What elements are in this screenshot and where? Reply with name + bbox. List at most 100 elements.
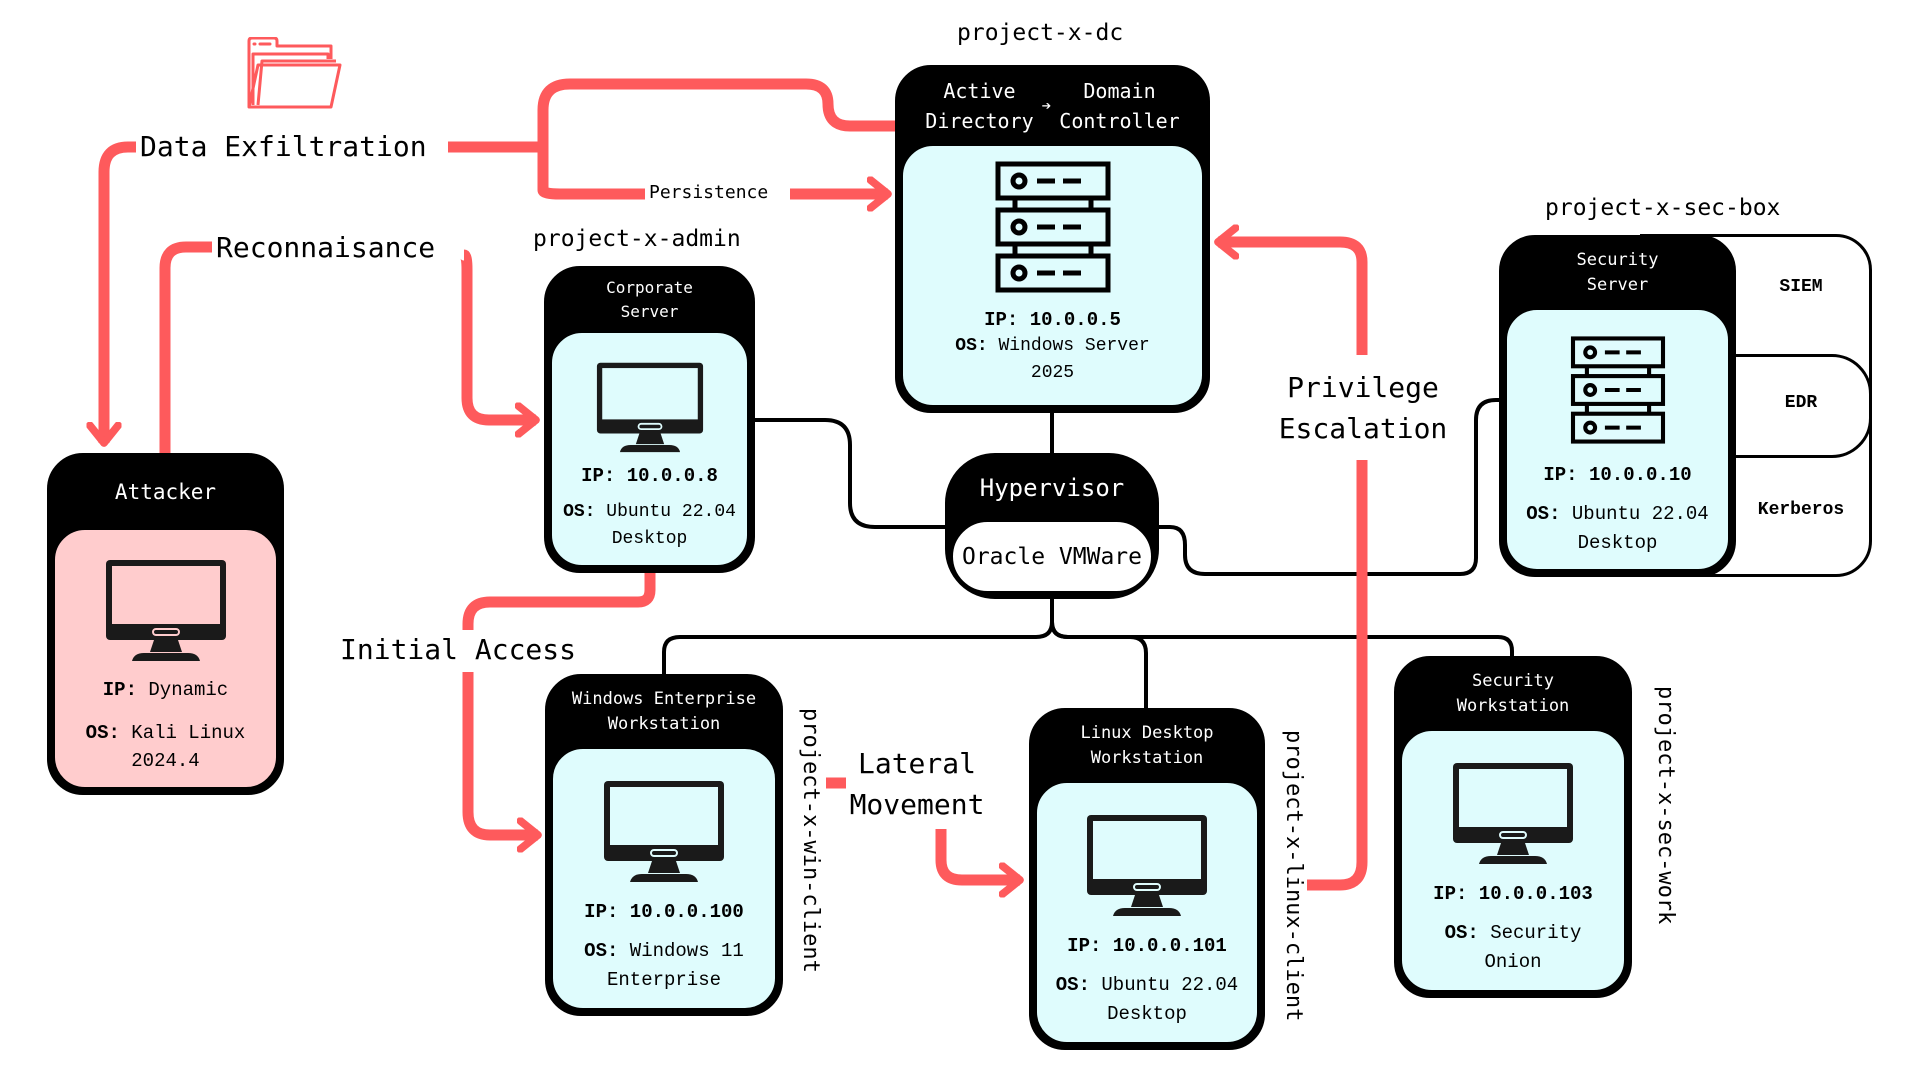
node-title-line1: Windows Enterprise [571,688,757,709]
folder-icon [246,36,342,113]
node-header: Attacker [50,456,281,528]
monitor-icon [1453,763,1573,864]
node-title-line2: Workstation [1090,748,1204,768]
os-value-line2: Desktop [1577,531,1658,554]
os-line: OS: Ubuntu 22.04 Desktop [1507,500,1728,557]
arrow-right-icon: ➔ [1041,96,1052,115]
os-value-line1: Security [1490,922,1582,944]
os-value-line2: Desktop [1107,1002,1187,1025]
ip-line: IP: 10.0.0.8 [581,465,718,487]
label-persistence: Persistence [645,182,773,203]
node-security-workstation[interactable]: Security Workstation IP: 10.0.0.103 OS: … [1394,656,1632,998]
node-title-left-line1: Active [943,79,1016,103]
path-initial-access-from-admin [462,572,656,632]
ip-line: IP: 10.0.0.103 [1433,883,1593,905]
monitor-icon [604,781,724,882]
node-title-right-line1: Domain [1083,79,1156,103]
label-reconnaissance: Reconnaisance [212,228,440,269]
node-header: Linux Desktop Workstation [1032,711,1262,781]
node-body: Oracle VMWare [951,520,1153,593]
node-body: IP: Dynamic OS: Kali Linux 2024.4 [53,528,278,789]
monitor-icon [1087,815,1207,916]
os-line: OS: Ubuntu 22.04 Desktop [1037,971,1257,1028]
service-kerberos: Kerberos [1757,500,1845,520]
path-data-exfiltration [537,78,895,200]
node-header: Hypervisor [948,456,1156,520]
ip-value: 10.0.0.5 [1029,309,1121,331]
node-title-left-line2: Directory [925,109,1034,133]
monitor-icon [596,362,703,453]
ip-line: IP: 10.0.0.100 [584,901,744,923]
node-title-line2: Workstation [1456,696,1570,716]
os-value-line1: Ubuntu 22.04 [1571,503,1709,525]
label-privilege-escalation: Privilege Escalation [1266,368,1460,450]
path-recon-to-admin [460,249,536,420]
node-header: Windows Enterprise Workstation [548,677,780,747]
node-title-line2: Server [1586,275,1649,295]
node-title-line1: Linux Desktop [1080,722,1214,743]
hostname-linux-client: project-x-linux-client [1281,730,1306,1022]
node-attacker[interactable]: Attacker IP: Dynamic OS: Kali Linux 2024… [47,453,284,795]
os-value-line1: Ubuntu 22.04 [1101,974,1239,996]
ip-value: 10.0.0.103 [1478,883,1593,905]
node-title-line1: Corporate [606,278,693,297]
server-rack-icon [995,161,1110,293]
node-corporate-server[interactable]: Corporate Server IP: 10.0.0.8 OS: Ubuntu… [544,266,755,573]
node-header: Active Directory ➔ Domain Controller [898,68,1207,144]
os-line: OS: Windows Server 2025 [903,333,1202,387]
os-line: OS: Security Onion [1402,919,1624,976]
node-body: IP: 10.0.0.5 OS: Windows Server 2025 [901,144,1204,407]
hostname-sec-box: project-x-sec-box [1545,195,1781,221]
os-value-line2: Enterprise [606,968,722,991]
node-body: IP: 10.0.0.10 OS: Ubuntu 22.04 Desktop [1505,308,1730,571]
os-value-line2: 2025 [1030,363,1075,383]
node-title-right-line2: Controller [1059,109,1180,133]
node-security-server[interactable]: Security Server IP: 10.0.0.10 OS: Ubuntu… [1499,235,1736,577]
path-recon-from-attacker [159,241,212,453]
label-lateral-movement-line2: Movement [849,787,985,821]
path-initial-access-to-win [462,672,538,835]
hostname-dc: project-x-dc [957,20,1124,46]
hostname-admin: project-x-admin [533,226,741,252]
ip-line: IP: 10.0.0.10 [1543,464,1692,486]
node-linux-workstation[interactable]: Linux Desktop Workstation IP: 10.0.0.101… [1029,708,1265,1050]
os-line: OS: Kali Linux 2024.4 [85,721,246,773]
node-body: IP: 10.0.0.101 OS: Ubuntu 22.04 Desktop [1035,781,1259,1044]
ip-value: 10.0.0.8 [626,465,718,487]
ip-value: 10.0.0.100 [629,901,744,923]
service-edr: EDR [1784,393,1818,413]
node-title: Attacker [114,480,217,504]
service-siem: SIEM [1779,277,1823,297]
path-lateral-to-linux [935,829,1020,880]
os-value-line1: Windows Server [998,336,1150,356]
node-header: Security Server [1502,238,1733,308]
node-title-line2: Workstation [607,714,721,734]
ip-line: IP: Dynamic [102,679,229,701]
node-title-line2: Server [620,302,679,321]
os-value-line1: Ubuntu 22.04 [606,502,736,522]
monitor-icon [105,560,226,661]
node-body: IP: 10.0.0.8 OS: Ubuntu 22.04 Desktop [550,331,749,567]
os-value-line2: Desktop [611,529,688,549]
node-hypervisor[interactable]: Hypervisor Oracle VMWare [945,453,1159,599]
ip-value: Dynamic [148,679,229,701]
os-value: Kali Linux 2024.4 [131,721,246,773]
path-privesc-from-linux [1307,460,1368,891]
label-privilege-escalation-line2: Escalation [1278,411,1448,445]
path-exfil-left [104,141,136,443]
link-hypervisor-secbox [1156,398,1502,576]
node-title-line1: Security [1576,249,1659,270]
os-value-line1: Windows 11 [629,940,744,962]
label-initial-access: Initial Access [336,630,581,671]
os-value-line2: Onion [1484,950,1542,973]
node-title: Hypervisor [979,474,1125,502]
node-title-line1: Security [1472,670,1554,691]
node-windows-workstation[interactable]: Windows Enterprise Workstation IP: 10.0.… [545,674,783,1016]
ip-line: IP: 10.0.0.101 [1067,935,1227,957]
label-data-exfiltration: Data Exfiltration [136,127,431,168]
node-header: Security Workstation [1397,659,1629,729]
node-header: Corporate Server [547,269,752,331]
path-privesc-to-dc [1218,242,1368,355]
node-domain-controller[interactable]: Active Directory ➔ Domain Controller IP:… [895,65,1210,413]
label-lateral-movement-line1: Lateral [857,747,976,780]
